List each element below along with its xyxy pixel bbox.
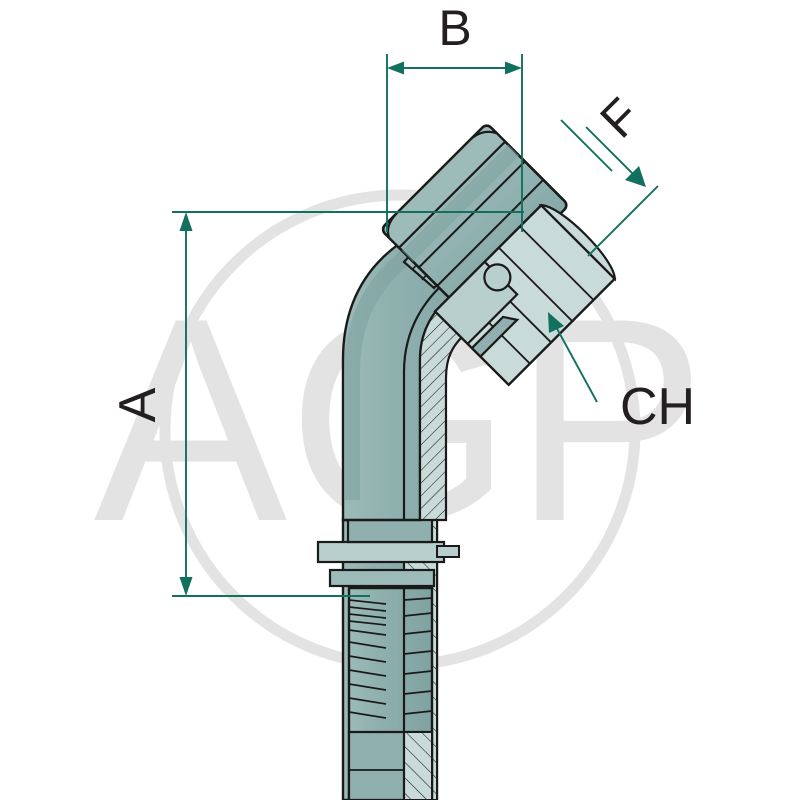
dimension-B: B — [386, 0, 523, 232]
collar-tab-right — [436, 545, 460, 558]
dim-B-arrow-right — [505, 61, 522, 75]
dim-B-arrow-left — [387, 61, 404, 75]
dim-F-arrow — [625, 166, 646, 187]
dim-A-arrow-top — [179, 212, 193, 231]
dim-A-arrow-bottom — [179, 577, 193, 596]
callout-CH-arrow — [548, 312, 564, 333]
oring-seal-circle — [483, 263, 512, 292]
collar-flange-upper — [316, 540, 446, 564]
nut-thread-section — [433, 203, 617, 387]
nut-end-chamfer — [386, 130, 507, 250]
barb-serrations-section — [403, 597, 433, 715]
dimension-A: A — [109, 211, 524, 597]
hose-barb — [347, 586, 434, 800]
dim-F-ext-upper — [560, 119, 613, 172]
dim-A-label: A — [109, 387, 167, 422]
elbow-shading — [344, 245, 417, 500]
fitting-assembly — [316, 124, 617, 800]
dim-B-label: B — [438, 0, 471, 56]
barb-serrations — [348, 599, 387, 719]
callout-CH-label: CH — [620, 378, 695, 436]
nut-flat-edge-1 — [418, 160, 526, 269]
nut-highlight-band — [401, 144, 520, 262]
hex-swivel-nut — [381, 124, 568, 311]
retaining-lip — [470, 315, 520, 359]
dim-F-line — [585, 126, 641, 182]
barb-end-ring-section — [403, 731, 433, 800]
callout-CH-leader — [554, 324, 598, 403]
callout-CH: CH — [548, 312, 695, 436]
nut-flat-edge-2 — [436, 179, 545, 287]
thread-outer-cap — [538, 204, 616, 282]
dim-F-ext-lower — [587, 185, 659, 257]
collar-flange-lower — [328, 568, 436, 588]
